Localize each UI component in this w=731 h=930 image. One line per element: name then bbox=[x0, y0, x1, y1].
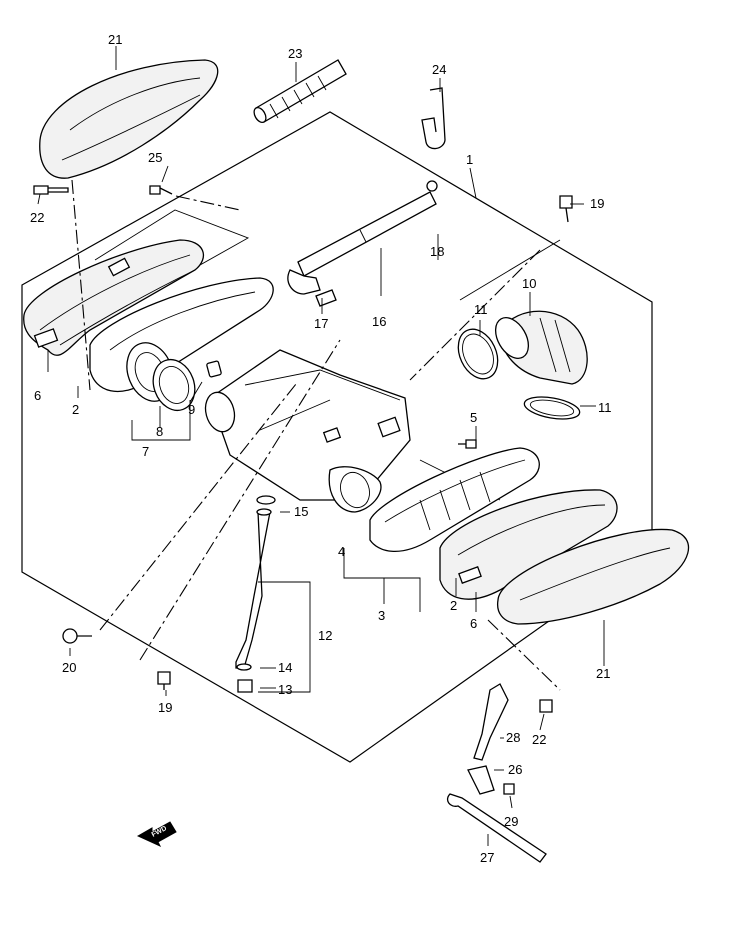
label-part-19-bottom: 19 bbox=[158, 700, 172, 715]
drain-hose-12 bbox=[235, 495, 276, 693]
label-part-2-left: 2 bbox=[72, 402, 79, 417]
label-part-15: 15 bbox=[294, 504, 308, 519]
label-part-23: 23 bbox=[288, 46, 302, 61]
label-part-7: 7 bbox=[142, 444, 149, 459]
label-part-5: 5 bbox=[470, 410, 477, 425]
label-part-20: 20 bbox=[62, 660, 76, 675]
label-part-22-right: 22 bbox=[532, 732, 546, 747]
label-part-14: 14 bbox=[278, 660, 292, 675]
label-part-18: 18 bbox=[430, 244, 444, 259]
label-part-9: 9 bbox=[188, 402, 195, 417]
hose-23 bbox=[253, 59, 347, 124]
label-part-13: 13 bbox=[278, 682, 292, 697]
forward-arrow-icon: FWD bbox=[136, 821, 177, 848]
label-part-19-top: 19 bbox=[590, 196, 604, 211]
label-part-26: 26 bbox=[508, 762, 522, 777]
airbox-right-half bbox=[439, 489, 618, 600]
label-part-24: 24 bbox=[432, 62, 446, 77]
screw-19-bottom bbox=[157, 671, 171, 690]
label-part-6-right: 6 bbox=[470, 616, 477, 631]
intake-elbow-10 bbox=[494, 310, 588, 385]
screw-22-left bbox=[33, 185, 69, 195]
label-part-3: 3 bbox=[378, 608, 385, 623]
label-part-11-lower: 11 bbox=[598, 400, 612, 415]
label-part-12: 12 bbox=[318, 628, 332, 643]
label-part-21-top: 21 bbox=[108, 32, 122, 47]
screw-25 bbox=[149, 185, 173, 195]
screw-29 bbox=[503, 783, 515, 795]
lower-drain-assembly bbox=[446, 683, 547, 863]
centerlines bbox=[71, 179, 561, 691]
label-part-22-left: 22 bbox=[30, 210, 44, 225]
screw-22-right bbox=[539, 699, 553, 713]
airbox-main-housing bbox=[204, 349, 411, 513]
label-part-27: 27 bbox=[480, 850, 494, 865]
label-part-16: 16 bbox=[372, 314, 386, 329]
label-part-11-upper: 11 bbox=[474, 302, 488, 317]
clamp-11-lower bbox=[523, 396, 581, 420]
filter-element-right bbox=[369, 447, 540, 553]
label-part-29: 29 bbox=[504, 814, 518, 829]
label-part-4: 4 bbox=[338, 544, 345, 559]
label-part-17: 17 bbox=[314, 316, 328, 331]
part-labels: 21 23 24 1 19 25 22 18 10 11 17 16 6 2 9… bbox=[30, 32, 612, 865]
label-part-2-right: 2 bbox=[450, 598, 457, 613]
clamp-11-upper bbox=[457, 328, 499, 380]
bracket-24 bbox=[421, 87, 446, 150]
airbox-left-intake bbox=[89, 277, 274, 412]
label-part-1: 1 bbox=[466, 152, 473, 167]
cover-right bbox=[496, 528, 690, 625]
screw-19-top bbox=[559, 195, 573, 223]
label-part-21-right: 21 bbox=[596, 666, 610, 681]
screw-20 bbox=[62, 628, 92, 644]
screw-5 bbox=[458, 439, 477, 449]
label-part-25: 25 bbox=[148, 150, 162, 165]
label-part-8: 8 bbox=[156, 424, 163, 439]
label-part-28: 28 bbox=[506, 730, 520, 745]
cover-left bbox=[39, 59, 219, 179]
label-part-10: 10 bbox=[522, 276, 536, 291]
airbox-left-half bbox=[23, 239, 205, 356]
leader-lines bbox=[37, 46, 605, 846]
breather-tube-16 bbox=[287, 180, 438, 307]
label-part-6-left: 6 bbox=[34, 388, 41, 403]
